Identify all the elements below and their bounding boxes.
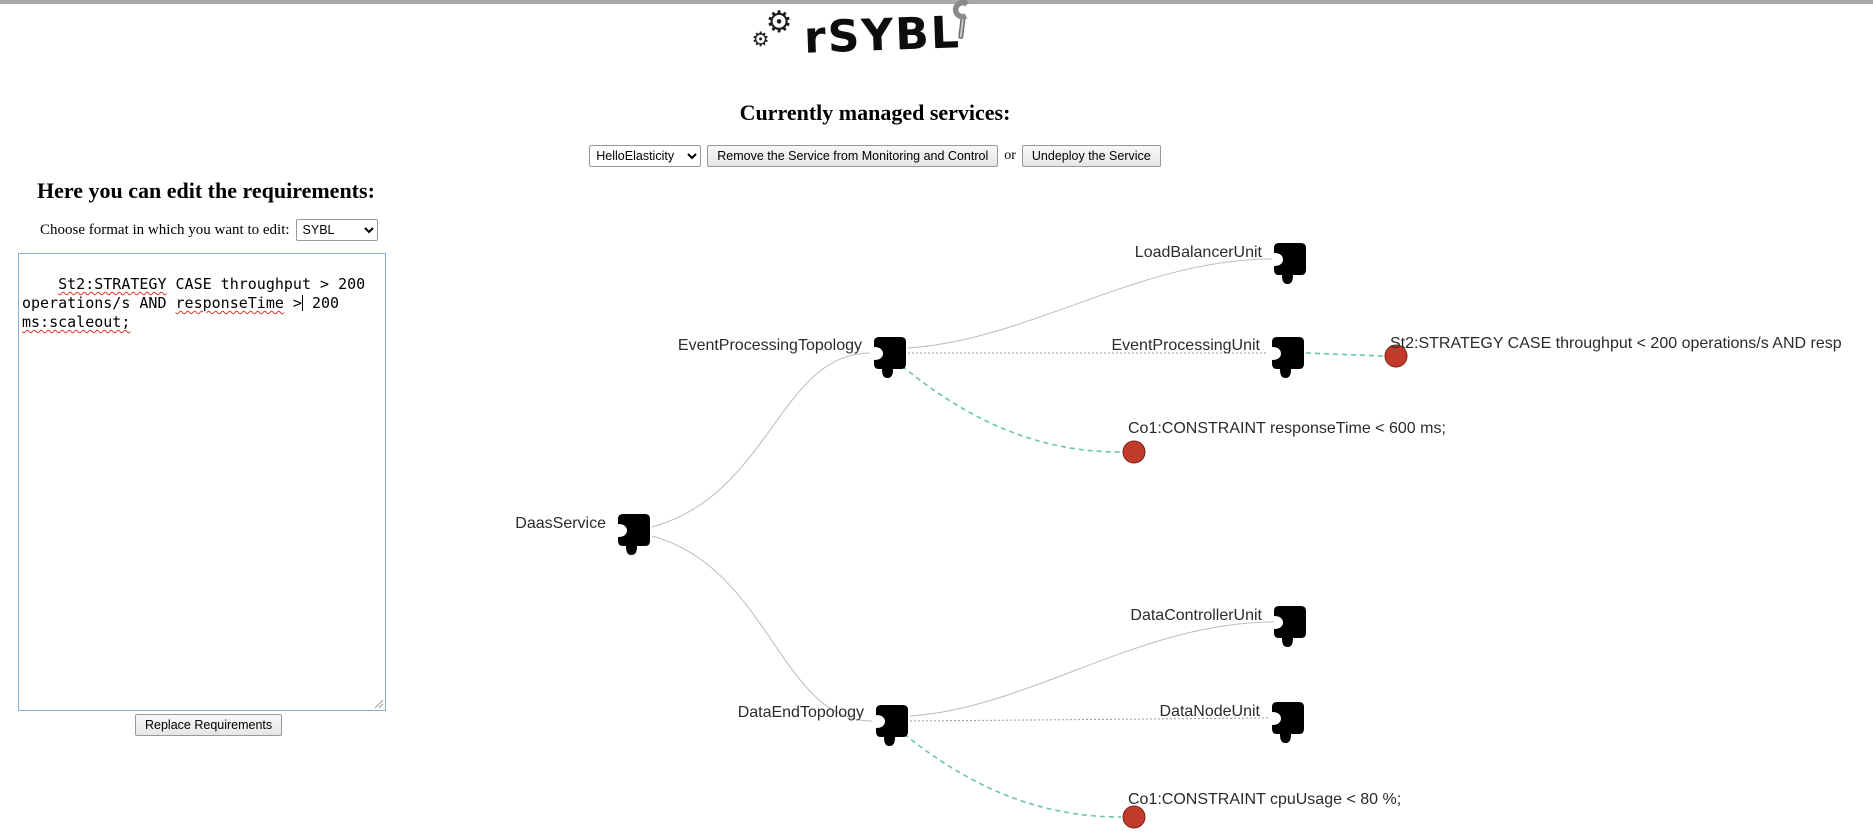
format-select[interactable]: SYBL (295, 219, 378, 241)
edge-det-to-datacontrollerunit (909, 621, 1275, 717)
puzzle-icon-datacontrollerunit[interactable] (1266, 604, 1310, 650)
node-label-datacontrollerunit: DataControllerUnit (1130, 607, 1262, 624)
edge-epu-to-strategy-st2 (1305, 352, 1384, 357)
gears-icon: ⚙ ⚙ (751, 6, 793, 51)
top-divider (0, 0, 1873, 4)
edge-ept-to-constraint-responsetime (901, 365, 1122, 453)
constraint-node-responsetime[interactable] (1122, 440, 1146, 464)
puzzle-icon-datanodeunit[interactable] (1264, 700, 1308, 746)
format-label: Choose format in which you want to edit: (40, 221, 290, 238)
puzzle-icon-eventprocessingtopology[interactable] (866, 335, 910, 381)
node-label-eventprocessingunit: EventProcessingUnit (1111, 337, 1260, 354)
edge-daas-to-eventprocessingtopology (651, 352, 871, 528)
wrench-icon (938, 0, 989, 47)
header: ⚙ ⚙ rSYBL (340, 0, 1410, 74)
requirements-heading: Here you can edit the requirements: (37, 178, 375, 203)
requirements-editor[interactable]: St2:STRATEGY CASE throughput > 200 opera… (18, 253, 386, 711)
replace-requirements-button[interactable]: Replace Requirements (135, 714, 283, 736)
edge-det-to-datanodeunit (909, 717, 1271, 722)
puzzle-icon-loadbalancerunit[interactable] (1266, 241, 1310, 287)
node-label-daasservice: DaasService (515, 515, 606, 532)
constraint-label-cpuusage: Co1:CONSTRAINT cpuUsage < 80 %; (1128, 791, 1402, 808)
edge-det-to-constraint-cpuusage (903, 733, 1122, 818)
page-title: Currently managed services: (739, 100, 1011, 125)
puzzle-icon-dataendtopology[interactable] (868, 703, 912, 749)
puzzle-icon-eventprocessingunit[interactable] (1264, 335, 1308, 381)
puzzle-icon-daasservice[interactable] (610, 512, 654, 558)
format-row: Choose format in which you want to edit:… (40, 219, 378, 241)
service-select[interactable]: HelloElasticity (589, 145, 702, 167)
node-label-datanodeunit: DataNodeUnit (1159, 703, 1261, 720)
rsybl-logo: ⚙ ⚙ rSYBL (751, 0, 995, 74)
edge-ept-to-loadbalancerunit (907, 258, 1273, 349)
constraint-node-cpuusage[interactable] (1122, 805, 1146, 829)
or-text: or (1004, 148, 1016, 163)
edge-daas-to-dataendtopology (651, 535, 873, 722)
resize-grip-icon[interactable] (374, 699, 384, 709)
strategy-label-st2: St2:STRATEGY CASE throughput < 200 opera… (1390, 335, 1842, 352)
strategy-node-st2[interactable] (1384, 344, 1408, 368)
node-label-eventprocessingtopology: EventProcessingTopology (677, 337, 862, 354)
node-label-loadbalancerunit: LoadBalancerUnit (1134, 244, 1262, 261)
node-label-dataendtopology: DataEndTopology (737, 704, 864, 721)
remove-service-button[interactable]: Remove the Service from Monitoring and C… (707, 145, 999, 167)
constraint-label-responsetime: Co1:CONSTRAINT responseTime < 600 ms; (1128, 420, 1446, 437)
undeploy-service-button[interactable]: Undeploy the Service (1021, 145, 1161, 167)
service-controls: HelloElasticity Remove the Service from … (340, 145, 1410, 167)
